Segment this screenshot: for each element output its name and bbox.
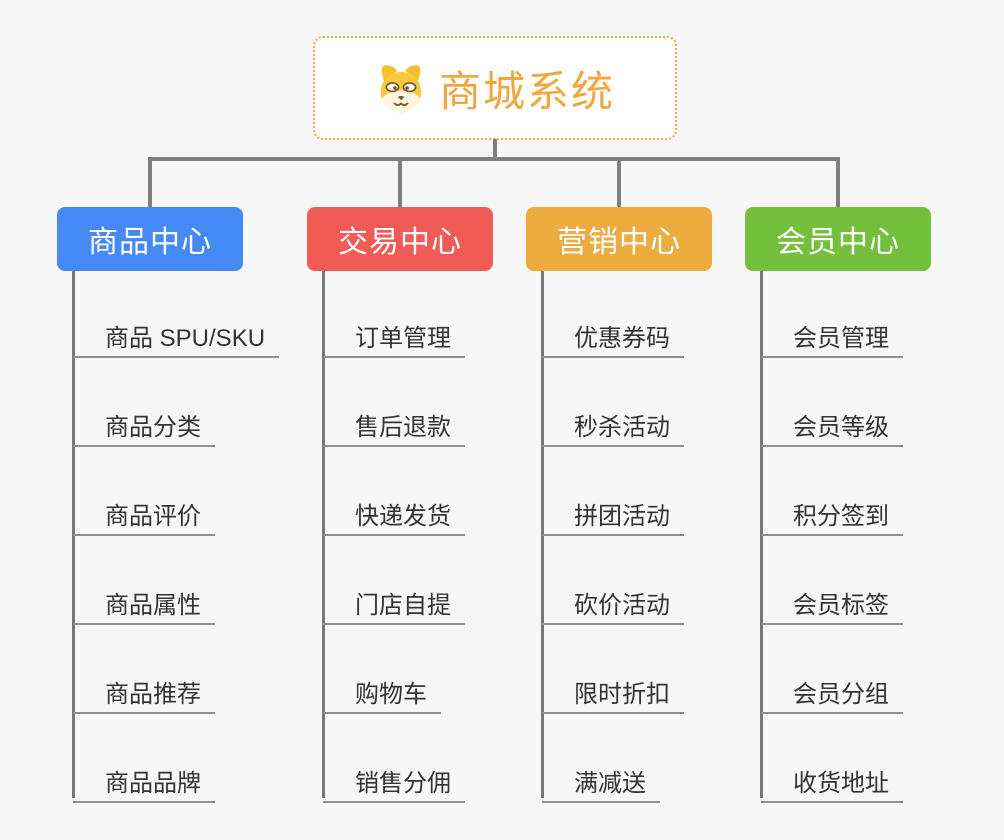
leaf-node[interactable]: 商品分类 xyxy=(73,402,215,447)
connector-branch-drop xyxy=(836,158,840,207)
root-node[interactable]: 商城系统 xyxy=(313,36,677,140)
branch-column: 交易中心 订单管理售后退款快递发货门店自提购物车销售分佣 xyxy=(307,158,557,807)
leaf-node[interactable]: 优惠券码 xyxy=(542,313,684,358)
leaf-node[interactable]: 满减送 xyxy=(542,758,660,803)
branch-node[interactable]: 交易中心 xyxy=(307,207,493,271)
branch-node[interactable]: 商品中心 xyxy=(57,207,243,271)
leaf-node[interactable]: 门店自提 xyxy=(323,580,465,625)
connector-branch-drop xyxy=(148,158,152,207)
branch-label: 商品中心 xyxy=(88,226,212,259)
leaf-node[interactable]: 秒杀活动 xyxy=(542,402,684,447)
leaf-node[interactable]: 销售分佣 xyxy=(323,758,465,803)
leaf-node[interactable]: 收货地址 xyxy=(761,758,903,803)
leaf-node[interactable]: 商品属性 xyxy=(73,580,215,625)
leaf-node[interactable]: 订单管理 xyxy=(323,313,465,358)
branch-label: 会员中心 xyxy=(776,226,900,259)
leaf-node[interactable]: 商品品牌 xyxy=(73,758,215,803)
dog-icon xyxy=(380,65,422,113)
branch-column: 商品中心 商品 SPU/SKU 商品分类商品评价商品属性商品推荐商品品牌 xyxy=(57,158,307,807)
leaf-node[interactable]: 会员管理 xyxy=(761,313,903,358)
leaf-node[interactable]: 砍价活动 xyxy=(542,580,684,625)
leaf-node[interactable]: 会员标签 xyxy=(761,580,903,625)
branch-column: 营销中心 优惠券码秒杀活动拼团活动砍价活动限时折扣满减送 xyxy=(526,158,776,807)
root-title: 商城系统 xyxy=(438,67,615,115)
leaf-node[interactable]: 售后退款 xyxy=(323,402,465,447)
branch-label: 交易中心 xyxy=(338,226,462,259)
connector-root-drop xyxy=(493,139,497,159)
leaf-node[interactable]: 商品评价 xyxy=(73,491,215,536)
leaf-node[interactable]: 会员等级 xyxy=(761,402,903,447)
branch-column: 会员中心 会员管理会员等级积分签到会员标签会员分组收货地址 xyxy=(745,158,995,807)
leaf-node[interactable]: 商品推荐 xyxy=(73,669,215,714)
leaf-node[interactable]: 快递发货 xyxy=(323,491,465,536)
leaf-node[interactable]: 购物车 xyxy=(323,669,441,714)
leaf-node[interactable]: 积分签到 xyxy=(761,491,903,536)
leaf-node[interactable]: 商品 SPU/SKU xyxy=(73,313,280,358)
leaf-node[interactable]: 会员分组 xyxy=(761,669,903,714)
connector-branch-drop xyxy=(617,158,621,207)
leaf-node[interactable]: 限时折扣 xyxy=(542,669,684,714)
connector-horizontal xyxy=(148,157,840,161)
branch-node[interactable]: 营销中心 xyxy=(526,207,712,271)
leaf-node[interactable]: 拼团活动 xyxy=(542,491,684,536)
connector-branch-drop xyxy=(398,158,402,207)
branch-label: 营销中心 xyxy=(557,226,681,259)
branch-node[interactable]: 会员中心 xyxy=(745,207,931,271)
